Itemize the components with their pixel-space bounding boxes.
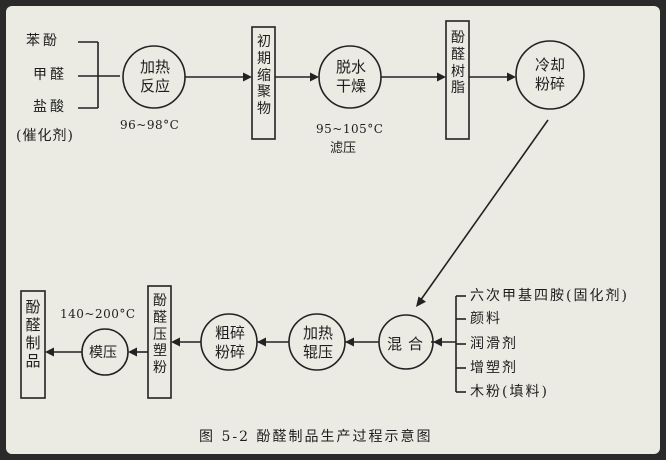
node-initial-polycondensate xyxy=(251,26,276,140)
node-phenolic-resin xyxy=(445,20,470,140)
input-formaldehyde: 甲醛 xyxy=(33,67,67,83)
temp-molding: 140~200°C xyxy=(60,307,136,321)
additive-wood-flour: 木粉(填料) xyxy=(470,384,549,400)
arrowhead-resin xyxy=(437,72,446,82)
arrowhead-roll xyxy=(345,337,354,347)
node-cool-crush xyxy=(515,40,585,110)
arrowhead-press xyxy=(128,347,137,357)
additive-pigment: 颜料 xyxy=(470,311,502,327)
label-filtration: 滤压 xyxy=(330,141,357,156)
label-molding-powder: 酚醛压塑粉 xyxy=(153,293,167,377)
label-initial-polycondensate: 初期缩聚物 xyxy=(257,34,271,118)
label-molding-press: 模压 xyxy=(89,345,117,361)
arrowhead-cool xyxy=(507,72,516,82)
input-hydrochloric-acid: 盐酸 xyxy=(33,99,67,115)
additive-plasticizer: 增塑剂 xyxy=(470,360,518,376)
input-catalyst-note: (催化剂) xyxy=(16,128,74,144)
label-cool-crush: 冷却粉碎 xyxy=(534,56,565,93)
arrow-crush-to-mix xyxy=(419,119,549,302)
arrowhead-crush xyxy=(257,337,266,347)
node-phenolic-product xyxy=(20,290,46,399)
arrowhead-mix-additives xyxy=(433,337,442,347)
arrowhead-polycondensate xyxy=(243,72,252,82)
label-heat-reaction: 加热反应 xyxy=(139,58,170,95)
label-mix: 混合 xyxy=(387,335,430,353)
arrowhead-product xyxy=(45,347,54,357)
label-coarse-fine-crush: 粗碎粉碎 xyxy=(214,324,245,361)
arrowhead-powder xyxy=(171,337,180,347)
arrowhead-dry xyxy=(310,72,319,82)
figure-caption: 图 5-2 酚醛制品生产过程示意图 xyxy=(199,429,433,445)
arrowhead-mix-diagonal xyxy=(416,296,426,307)
temp-reaction: 96~98°C xyxy=(120,118,180,132)
label-phenolic-product: 酚醛制品 xyxy=(25,298,41,370)
temp-drying: 95~105°C xyxy=(316,122,384,136)
paper-background xyxy=(6,6,660,454)
additive-hardener: 六次甲基四胺(固化剂) xyxy=(470,288,629,304)
label-dehydrate-dry: 脱水干燥 xyxy=(335,58,366,95)
additive-lubricant: 润滑剂 xyxy=(470,336,518,352)
label-heated-roll: 加热辊压 xyxy=(302,324,333,361)
label-phenolic-resin: 酚醛树脂 xyxy=(451,30,465,97)
input-phenol: 苯酚 xyxy=(26,33,60,49)
